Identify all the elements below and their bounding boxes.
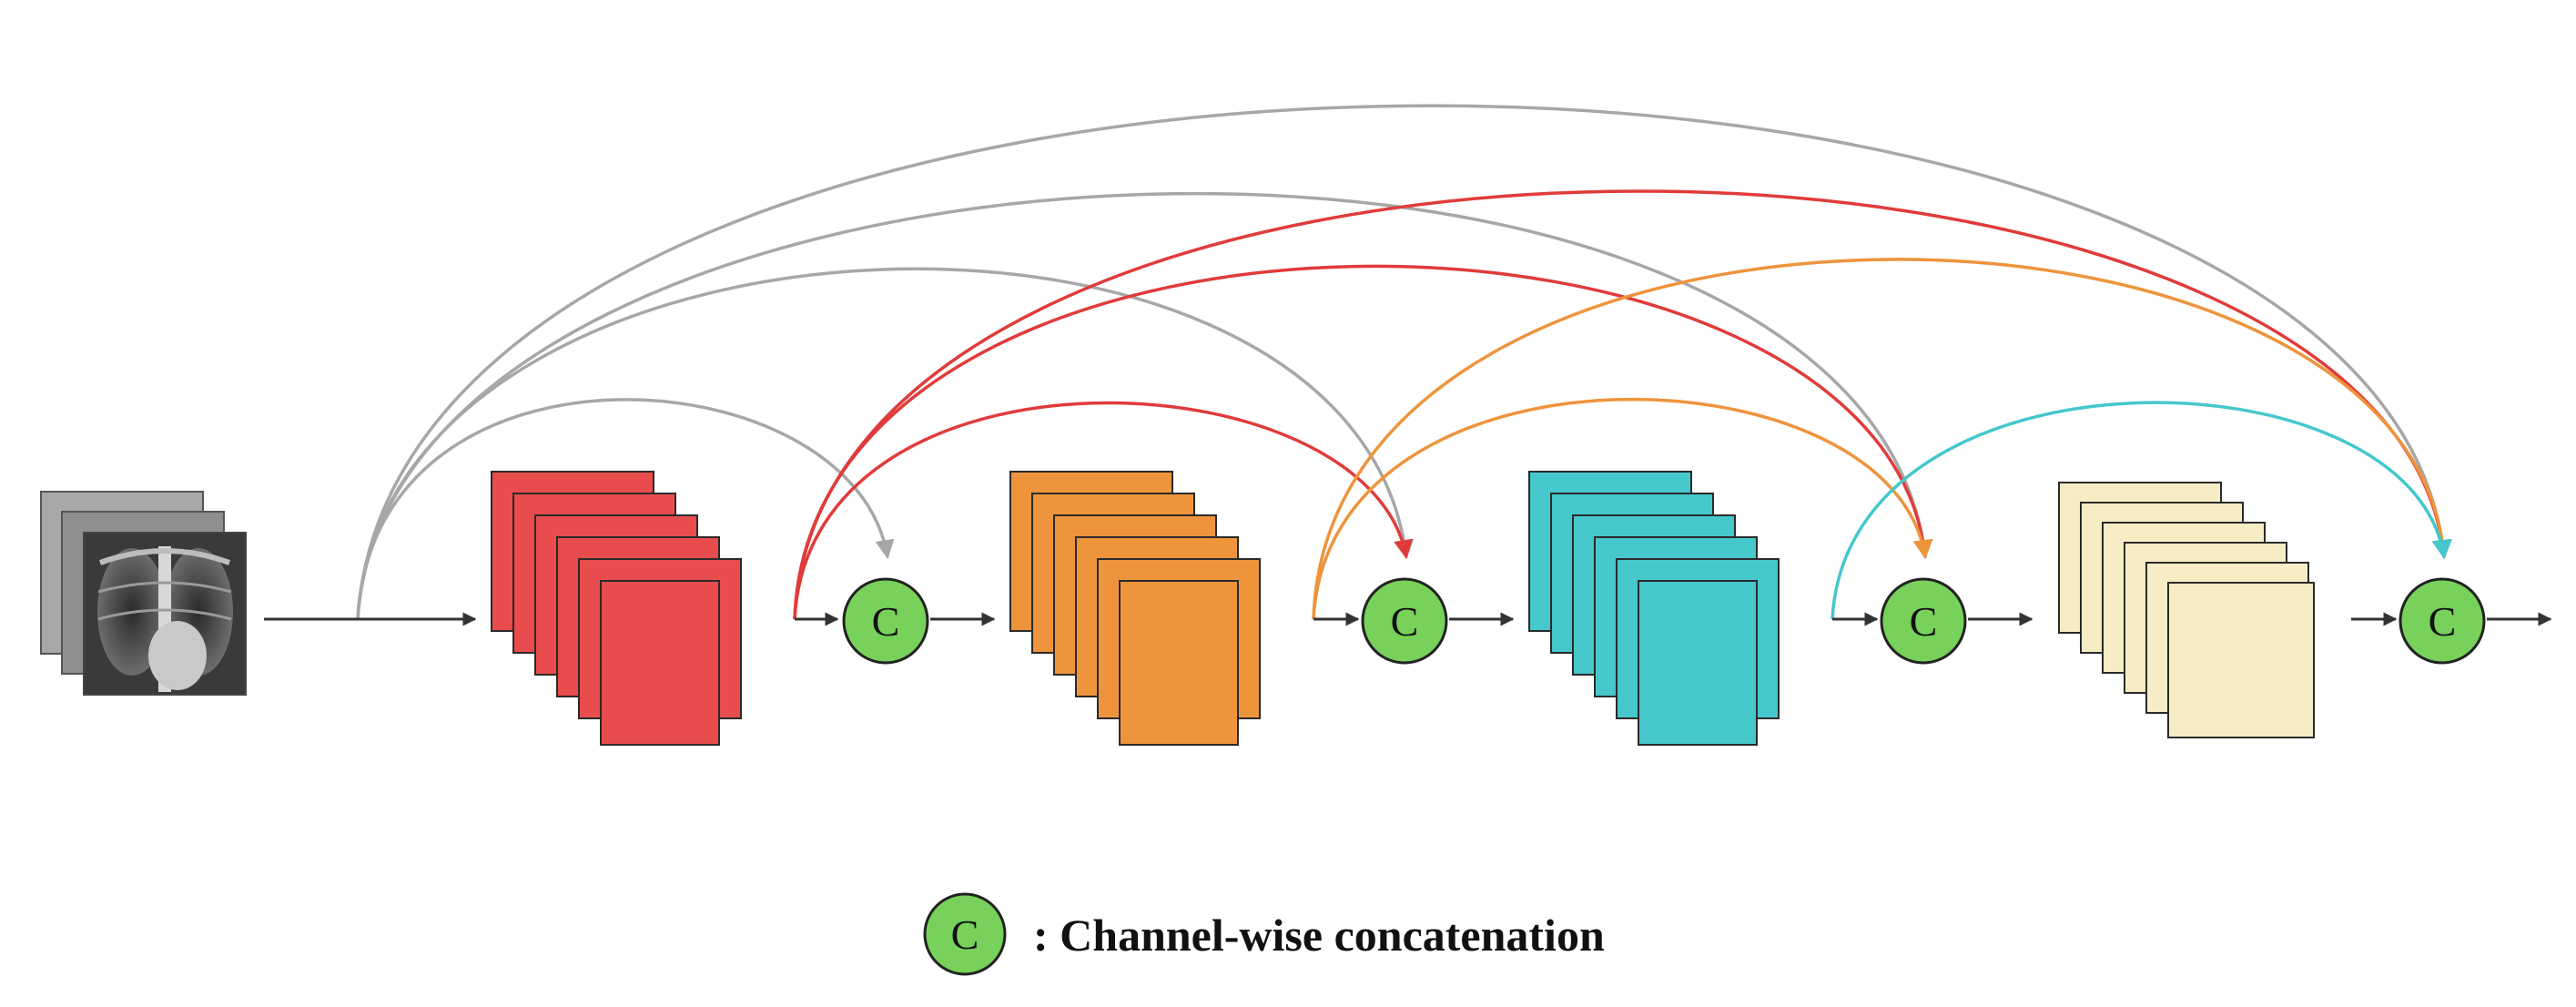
skip-connections [356, 104, 2452, 620]
skip-input-to-concat4 [356, 104, 2452, 620]
legend-text: : Channel-wise concatenation [1033, 910, 1605, 961]
feature-block-3-map-6 [1638, 580, 1758, 746]
feature-block-4-map-6 [2167, 582, 2315, 738]
concat-node-2-label: C [1391, 598, 1419, 645]
concat-node-4: C [2399, 577, 2486, 665]
skip-block1-to-concat3 [793, 264, 1933, 620]
concat-node-1: C [842, 577, 929, 665]
legend-symbol-label: C [951, 911, 979, 958]
feature-block-1-map-6 [600, 580, 720, 746]
feature-block-3 [1528, 471, 1780, 746]
chest-xray-image-stack-icon [40, 491, 247, 696]
feature-block-4 [2058, 482, 2315, 738]
skip-input-to-concat1 [356, 398, 895, 620]
legend: C : Channel-wise concatenation [923, 892, 1605, 976]
skip-block1-to-concat4 [793, 189, 2452, 620]
feature-block-2 [1009, 471, 1261, 746]
concat-node-3-label: C [1910, 598, 1938, 645]
feature-block-1 [491, 471, 742, 746]
skip-block2-to-concat3 [1312, 397, 1932, 620]
skip-block2-to-concat4 [1312, 258, 2452, 620]
concat-node-2: C [1361, 577, 1448, 665]
skip-block3-to-concat4 [1831, 401, 2451, 620]
legend-concat-symbol [923, 892, 1007, 976]
feature-block-2-map-6 [1119, 580, 1239, 746]
concat-node-3: C [1880, 577, 1967, 665]
skip-input-to-concat3 [356, 191, 1933, 620]
concat-node-1-label: C [872, 598, 900, 645]
skip-block1-to-concat2 [793, 401, 1413, 620]
concat-node-4-label: C [2429, 598, 2457, 645]
